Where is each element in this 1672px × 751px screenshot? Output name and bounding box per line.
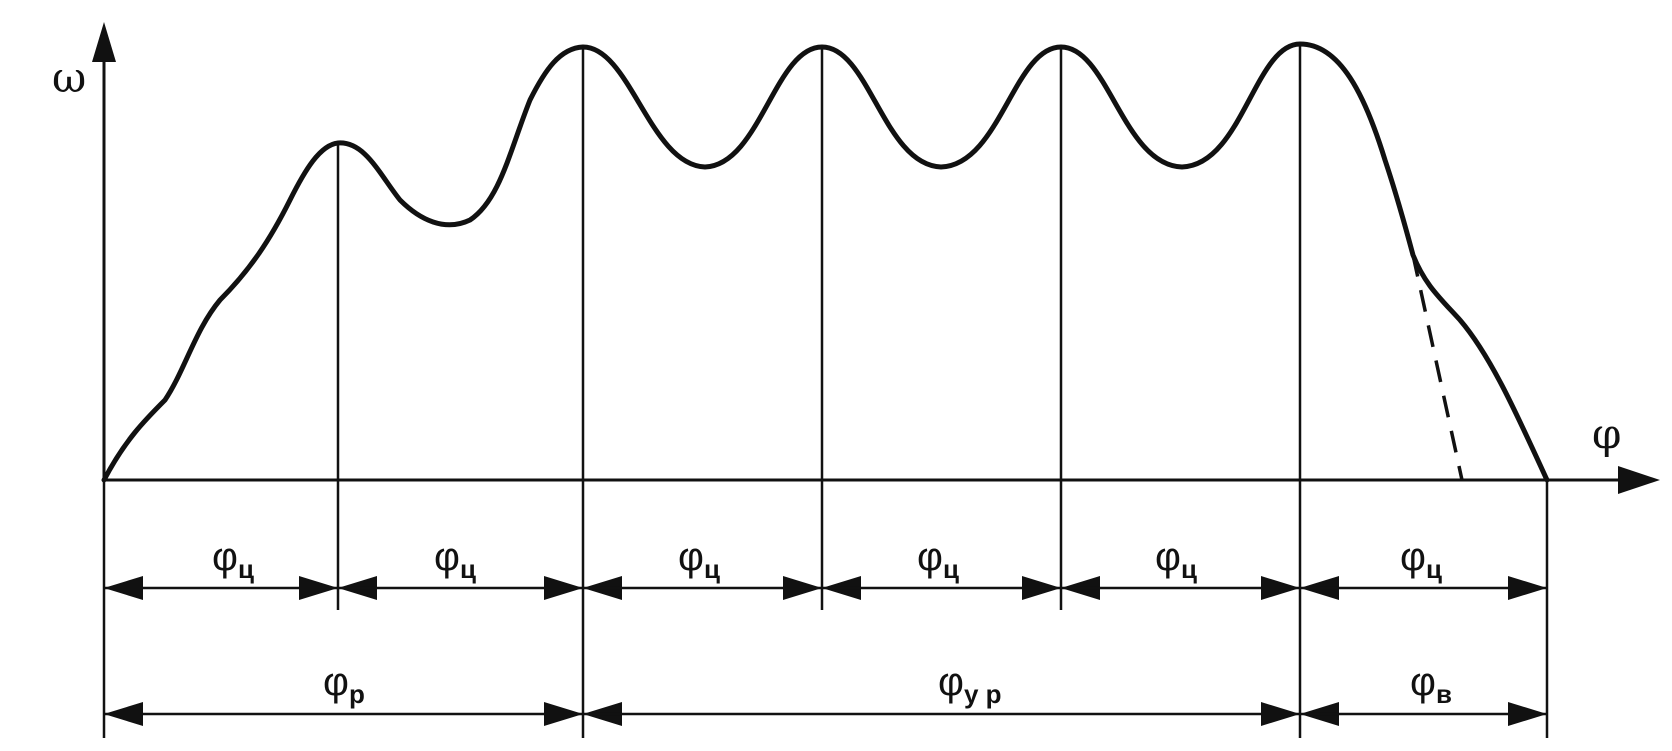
x-axis-arrow: [1618, 466, 1660, 494]
x-axis-label: φ: [1592, 409, 1621, 458]
cycle-label-6: φц: [1400, 535, 1442, 584]
velocity-curve: [101, 41, 1550, 483]
runout-dashed-line: [1411, 254, 1464, 481]
phase-label-rundown: φв: [1410, 660, 1452, 709]
cycle-label-3: φц: [678, 535, 720, 584]
phase-dimension-row: [104, 702, 1547, 726]
cycle-dimension-row: [104, 576, 1547, 600]
y-axis-arrow: [92, 22, 116, 62]
phase-label-steady: φу р: [938, 660, 1002, 709]
cycle-label-2: φц: [434, 535, 476, 584]
cycle-label-5: φц: [1155, 535, 1197, 584]
cycle-label-1: φц: [212, 535, 254, 584]
y-axis-label: ω: [52, 53, 86, 102]
cycle-label-4: φц: [917, 535, 959, 584]
phase-label-startup: φр: [323, 660, 365, 709]
